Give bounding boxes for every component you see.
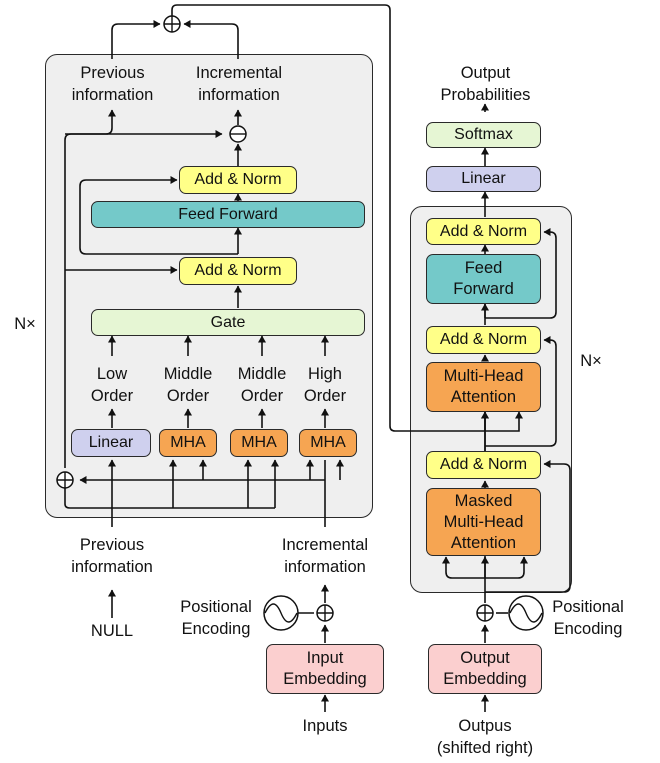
merged-incremental-information-label: Incremental information [195, 64, 283, 104]
null-label: NULL [90, 622, 134, 640]
left-feed-forward: Feed Forward [91, 201, 365, 228]
mha-block-1: MHA [159, 429, 217, 457]
inputs-label: Inputs [302, 717, 348, 735]
mha-block-2: MHA [230, 429, 288, 457]
input-embedding-block: Input Embedding [266, 644, 384, 694]
softmax-block: Softmax [426, 122, 541, 148]
left-positional-encoding-label: Positional Encoding [180, 598, 252, 638]
masked-multi-head-attention-block: Masked Multi-Head Attention [426, 488, 541, 556]
merged-previous-information-label: Previous information [71, 64, 154, 104]
high-order-label: High Order [303, 365, 347, 405]
left-linear-block: Linear [71, 429, 151, 457]
left-nx-label: N× [14, 315, 36, 333]
low-order-label: Low Order [90, 365, 134, 405]
input-incremental-information-label: Incremental information [281, 536, 369, 576]
left-add-norm-mid: Add & Norm [179, 257, 297, 285]
multi-head-attention-block: Multi-Head Attention [426, 362, 541, 412]
input-previous-information-label: Previous information [71, 536, 153, 576]
output-probabilities-label: Output Probabilities [440, 64, 531, 104]
outputs-shifted-right-label: Outpus (shifted right) [436, 717, 534, 757]
right-positional-encoding-label: Positional Encoding [552, 598, 624, 638]
left-add-norm-top: Add & Norm [179, 166, 297, 194]
right-add-norm-2: Add & Norm [426, 326, 541, 354]
gate-block: Gate [91, 309, 365, 336]
right-feed-forward: Feed Forward [426, 254, 541, 304]
middle-order-label-1: Middle Order [163, 365, 213, 405]
output-embedding-block: Output Embedding [428, 644, 542, 694]
mha-block-3: MHA [299, 429, 357, 457]
right-add-norm-1: Add & Norm [426, 218, 541, 245]
middle-order-label-2: Middle Order [237, 365, 287, 405]
right-nx-label: N× [580, 352, 602, 370]
right-add-norm-3: Add & Norm [426, 451, 541, 479]
right-linear-block: Linear [426, 166, 541, 192]
